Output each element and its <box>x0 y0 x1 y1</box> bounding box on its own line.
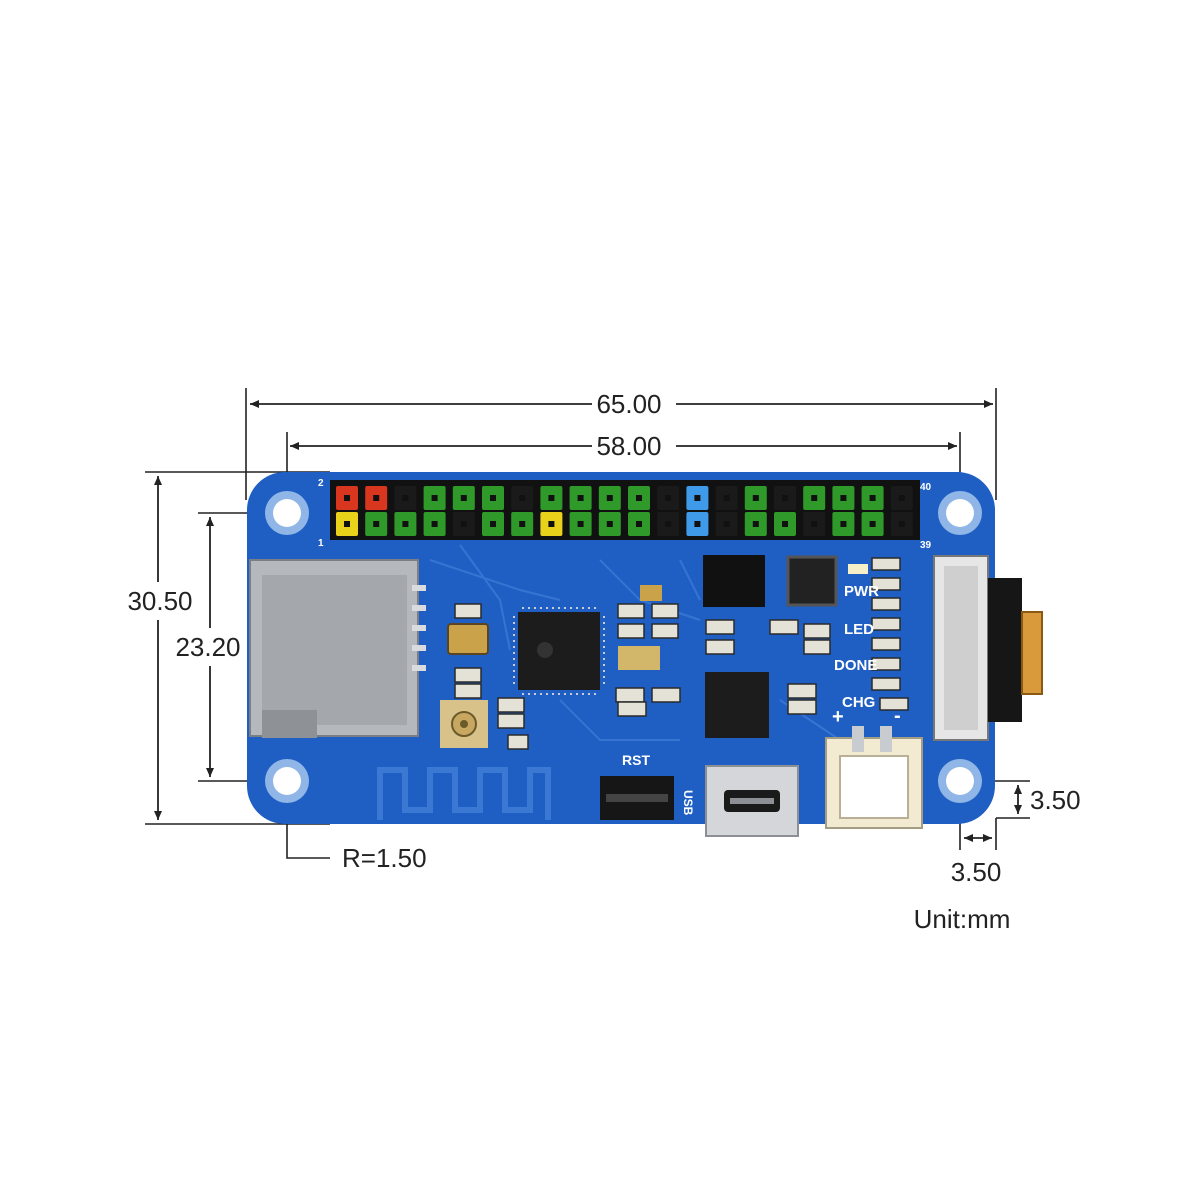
esp32-chip-icon <box>513 607 605 695</box>
header-pin-tip <box>577 495 584 501</box>
header-pin-tip <box>723 495 730 501</box>
header-pin-tip <box>840 495 847 501</box>
pin-label-1: 1 <box>318 538 324 549</box>
header-pin-tip <box>665 495 672 501</box>
usb-uart-chip-icon <box>705 672 769 738</box>
header-pin-tip <box>344 495 350 501</box>
header-pin-tip <box>431 495 438 501</box>
pcb-antenna-icon <box>377 767 551 820</box>
header-pin-tip <box>373 521 380 527</box>
header-pin-tip <box>402 495 409 501</box>
header-pin-tip <box>490 521 496 527</box>
fpc-connector-icon <box>933 555 1043 741</box>
header-pin-tip <box>752 521 759 527</box>
header-pin-tip <box>869 521 876 527</box>
mounting-hole-top-left <box>265 491 309 535</box>
header-pin-tip <box>402 521 409 527</box>
overall-height-label: 30.50 <box>127 586 192 616</box>
dimension-arrows <box>154 400 1022 842</box>
tantalum-cap-icon <box>640 585 662 601</box>
chg-silkscreen: CHG <box>842 694 875 711</box>
corner-radius-label: R=1.50 <box>342 843 427 873</box>
header-pin-tip <box>811 495 818 501</box>
header-pin-tip <box>636 495 642 501</box>
header-pin-tip <box>782 521 788 527</box>
header-pin-tip <box>519 521 526 527</box>
header-pin-tip <box>811 521 818 527</box>
pcb-board: 2 1 40 39 <box>247 472 1043 837</box>
micro-usb-port-icon[interactable] <box>705 765 799 837</box>
header-pin-tip <box>373 495 380 501</box>
header-pin-tip <box>460 521 467 527</box>
header-pin-tip <box>694 495 701 501</box>
usb-silkscreen: USB <box>681 790 695 816</box>
header-pin-tip <box>606 495 613 501</box>
regulator-chip-icon <box>703 555 765 607</box>
pwr-silkscreen: PWR <box>844 583 879 600</box>
jst-connector-icon[interactable] <box>825 726 923 829</box>
mounting-hole-bottom-right <box>938 759 982 803</box>
overall-width-label: 65.00 <box>596 389 661 419</box>
header-pin-tip <box>869 495 876 501</box>
hole-spacing-x-label: 58.00 <box>596 431 661 461</box>
pin-label-39: 39 <box>920 540 932 551</box>
header-pin-tip <box>519 495 526 501</box>
header-pin-tip <box>898 521 905 527</box>
gpio-header: 2 1 40 39 <box>318 478 932 551</box>
header-pin-tip <box>548 495 555 501</box>
header-pin-tip <box>490 495 496 501</box>
header-pin-tip <box>694 521 701 527</box>
hole-offset-x-label: 3.50 <box>951 857 1002 887</box>
header-pin-tip <box>344 521 350 527</box>
header-pin-tip <box>723 521 730 527</box>
capacitor-icon <box>618 646 660 670</box>
hole-offset-y-label: 3.50 <box>1030 785 1081 815</box>
header-pin-tip <box>431 521 438 527</box>
header-pin-tip <box>606 521 613 527</box>
pin-label-2: 2 <box>318 478 324 489</box>
hole-spacing-y-label: 23.20 <box>175 632 240 662</box>
done-silkscreen: DONE <box>834 657 877 674</box>
header-pin-tip <box>548 521 555 527</box>
mounting-hole-bottom-left <box>265 759 309 803</box>
plus-silkscreen: + <box>832 706 844 728</box>
header-pin-tip <box>898 495 905 501</box>
ufl-antenna-connector-icon <box>440 700 488 748</box>
reset-button[interactable] <box>600 776 674 820</box>
header-pin-tip <box>840 521 847 527</box>
header-pin-tip <box>577 521 584 527</box>
header-pin-tip <box>782 495 788 501</box>
rst-silkscreen: RST <box>622 752 650 768</box>
minus-silkscreen: - <box>894 705 901 727</box>
crystal-icon <box>447 623 489 655</box>
unit-label: Unit:mm <box>914 904 1011 934</box>
pin-label-40: 40 <box>920 482 932 493</box>
microsd-slot-icon <box>249 559 426 738</box>
header-pin-tip <box>460 495 467 501</box>
led-silkscreen: LED <box>844 621 874 638</box>
header-pin-tip <box>752 495 759 501</box>
pwr-led <box>848 564 868 574</box>
inductor-icon <box>786 555 838 607</box>
mounting-hole-top-right <box>938 491 982 535</box>
header-pin-tip <box>636 521 642 527</box>
header-pin-tip <box>665 521 672 527</box>
